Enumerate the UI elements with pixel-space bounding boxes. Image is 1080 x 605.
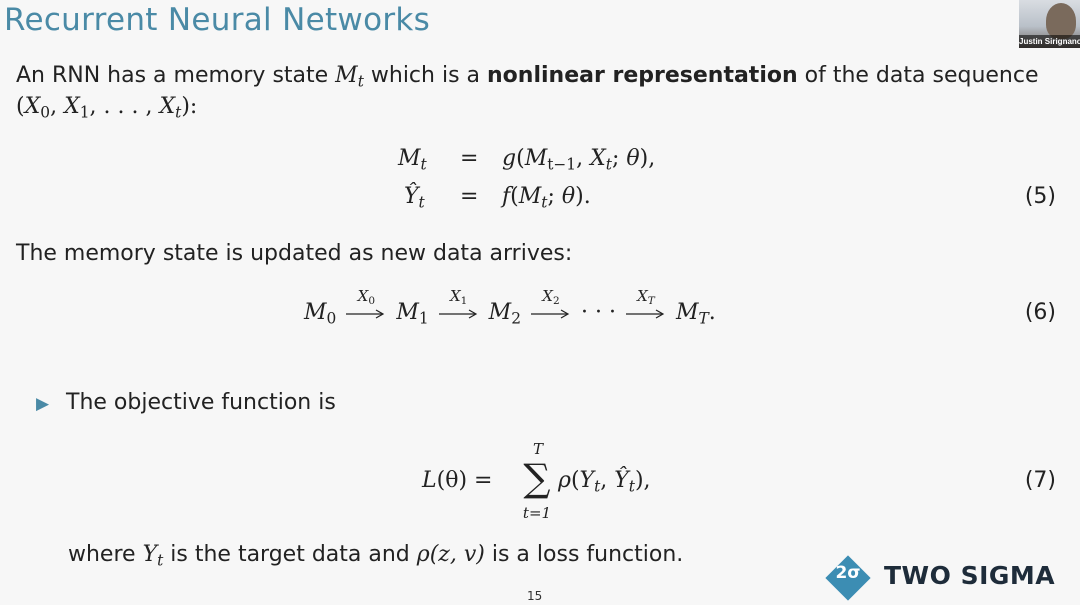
two-sigma-logo: 2σ TWO SIGMA	[825, 555, 1078, 601]
equation-6: M0 X0 M1 X1 M2 X2 · · · XT MT. (6)	[0, 287, 1080, 340]
eq5-line1-lhs: Mt	[398, 146, 427, 174]
equation-5: Mt = g(Mt−1, Xt; θ), Ŷt = f(Mt; θ). (5)	[0, 140, 1080, 220]
arrow-x1: X1	[438, 287, 479, 323]
eq7-lhs: L(θ) =	[422, 468, 493, 493]
eq5-line1-rhs: g(Mt−1, Xt; θ),	[502, 146, 656, 174]
arrow-x0: X0	[346, 287, 386, 323]
webcam-thumbnail[interactable]: Justin Sirignano	[1019, 0, 1080, 48]
eq5-line2-lhs: Ŷt	[404, 184, 425, 212]
eq5-line1-equals: =	[460, 146, 479, 171]
update-paragraph: The memory state is updated as new data …	[16, 241, 573, 266]
emphasis-text: nonlinear representation	[487, 63, 798, 88]
summation-sign: ∑	[523, 456, 551, 500]
sum-lower-limit: t=1	[522, 504, 552, 522]
participant-avatar	[1046, 3, 1076, 39]
arrow-x2: X2	[530, 287, 571, 323]
equation-number-6: (6)	[1024, 300, 1056, 325]
slide-title: Recurrent Neural Networks	[4, 2, 431, 38]
logo-symbol: 2σ	[835, 563, 861, 583]
equation-number-5: (5)	[1024, 184, 1056, 209]
eq6-sequence: M0 X0 M1 X1 M2 X2 · · · XT MT.	[304, 287, 716, 328]
sum-upper-limit: T	[532, 440, 543, 458]
intro-paragraph: An RNN has a memory state Mt which is a …	[16, 63, 1039, 122]
logo-wordmark: TWO SIGMA	[884, 561, 1056, 590]
participant-name: Justin Sirignano	[1019, 35, 1080, 48]
arrow-xT: XT	[625, 287, 666, 323]
footer-paragraph: where Yt is the target data and ρ(z, v) …	[68, 542, 684, 570]
bullet-item: ▶The objective function is	[36, 390, 336, 415]
eq7-rhs: ρ(Yt, Ŷt),	[558, 468, 651, 496]
eq5-line2-rhs: f(Mt; θ).	[502, 184, 591, 212]
eq5-line2-equals: =	[460, 184, 479, 209]
triangle-bullet-icon: ▶	[36, 394, 50, 414]
equation-number-7: (7)	[1024, 468, 1056, 493]
equation-7: L(θ) = T ∑ t=1 ρ(Yt, Ŷt),	[422, 440, 672, 530]
page-number: 15	[527, 589, 543, 603]
